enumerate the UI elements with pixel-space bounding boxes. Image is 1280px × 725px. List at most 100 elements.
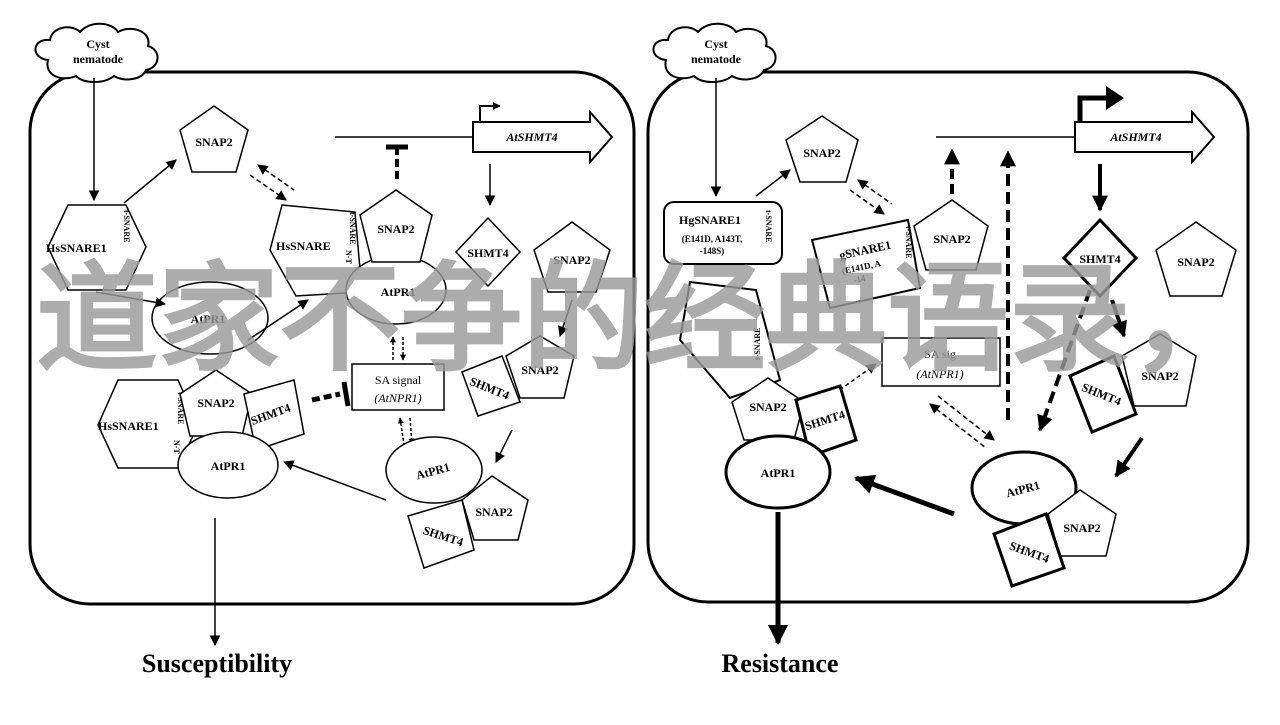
- left-sa-signal-box: [351, 363, 445, 411]
- right-sa-signal-label: SA sig: [924, 347, 956, 361]
- right-shmt4-diamond-label: SHMT4: [1079, 252, 1120, 266]
- right-snap2-c-label: SNAP2: [1063, 521, 1100, 535]
- right-dash-sa-lower-2: [937, 395, 995, 441]
- left-snap2-complex-label: SNAP2: [377, 222, 414, 236]
- left-panel: Cyst nematode AtSHMT4 SNAP2 HsSNARE1 t-S…: [28, 22, 636, 678]
- right-hgsnare1-mut1: (E141D, A143T,: [682, 234, 743, 244]
- left-sa-npr1-label: (AtNPR1): [374, 391, 421, 405]
- left-atpr1-a: [151, 281, 269, 355]
- right-shmt4-lower: [794, 384, 858, 458]
- right-hgsnare1-label: HgSNARE1: [679, 213, 741, 227]
- right-shmt4-c: [992, 512, 1066, 588]
- left-cloud-line1: Cyst: [86, 37, 109, 51]
- left-nematode-cloud: Cyst nematode: [34, 22, 159, 83]
- left-outcome-label: Susceptibility: [142, 649, 292, 678]
- right-cloud-line2: nematode: [691, 52, 742, 66]
- left-cloud-line2: nematode: [73, 52, 124, 66]
- left-hssnare1-a-label: HsSNARE1: [46, 241, 107, 255]
- right-snap2-right-label: SNAP2: [1177, 255, 1214, 269]
- left-snap2-top-label: SNAP2: [195, 135, 232, 149]
- left-hssnare1-a: [47, 204, 147, 291]
- right-snap2-right: [1155, 221, 1237, 297]
- right-shmt4-diamond: [1061, 217, 1139, 299]
- right-snap2-c: [1047, 489, 1117, 557]
- left-gene-arrow: [472, 109, 614, 165]
- left-tsnare-c: t-SNARE: [176, 392, 185, 424]
- left-snap2-lower-label: SNAP2: [197, 396, 234, 410]
- left-dash-sa-lower-1: [397, 417, 405, 445]
- right-snap2-complex-r: [1121, 333, 1197, 407]
- left-shmt4-c: [407, 499, 475, 569]
- right-tsnare-b: t-SNARE: [904, 226, 913, 258]
- right-cloud-line1: Cyst: [704, 37, 727, 51]
- left-snap2-right: [533, 221, 611, 293]
- right-arrow-snare-to-snap2: [755, 169, 791, 197]
- left-tsnare-b: t-SNARE: [348, 212, 357, 244]
- left-dash-arrow-1: [257, 164, 295, 191]
- right-hgsnare1-mut2: -148S): [700, 246, 725, 256]
- left-atpr1-b-label: AtPR1: [381, 285, 416, 299]
- watermark-text: 道家不争的经典语录，: [36, 250, 1252, 388]
- right-promoter-head: [1106, 86, 1124, 110]
- left-promoter-arrow: [479, 102, 501, 122]
- left-shmt4-complex-r: [461, 355, 521, 417]
- left-hssnare1-b-label: HsSNARE1: [98, 419, 159, 433]
- right-dash-arrow-1: [857, 179, 893, 205]
- left-arrow-c-to-lower: [283, 460, 387, 501]
- left-snap2-top: [179, 105, 249, 173]
- left-arrow-snare-to-atpr1: [95, 291, 167, 308]
- left-snap2-c-label: SNAP2: [475, 505, 512, 519]
- right-dash-arrow-2: [849, 189, 885, 215]
- right-hgsnare-complex: [810, 218, 922, 310]
- left-arrow-snare-to-snap2: [123, 159, 177, 204]
- left-atpr1-lower: [177, 431, 279, 499]
- right-arrow-shmt4-down: [1110, 299, 1128, 338]
- left-snap2-right-label: SNAP2: [553, 253, 590, 267]
- left-gene-label: AtSHMT4: [505, 130, 557, 144]
- left-snap2-c: [461, 475, 529, 541]
- left-dash-arrow-2: [249, 174, 287, 201]
- right-snap2-complex-label: SNAP2: [933, 232, 970, 246]
- left-nt-b: N-T: [344, 250, 353, 264]
- right-arrow-to-atpr1-c: [1114, 436, 1144, 478]
- right-dash-sa-lower-1: [929, 403, 987, 449]
- right-snap2-top: [785, 115, 859, 183]
- left-hssnare-complex-label: HsSNARE: [276, 239, 331, 253]
- right-promoter-line: [1077, 95, 1110, 122]
- left-snap2-complex-r: [505, 335, 575, 399]
- left-shmt4-lower: [243, 379, 305, 451]
- left-arrow-atpr1-to-complex: [247, 299, 309, 341]
- left-dash-sa-lower-2: [408, 417, 415, 445]
- left-arrow-to-atpr1-c: [495, 429, 513, 463]
- left-shmt4-diamond-label: SHMT4: [467, 246, 508, 260]
- right-tsnare-a: t-SNARE: [764, 210, 773, 242]
- left-sa-signal-label: SA signal: [375, 373, 422, 387]
- right-atpr1-lower-label: AtPR1: [761, 466, 796, 480]
- right-gene-label: AtSHMT4: [1109, 130, 1161, 144]
- right-shmt4-complex-r: [1068, 353, 1138, 434]
- right-snap2-complex: [913, 199, 989, 271]
- right-atpr1-lower: [724, 434, 832, 510]
- left-tsnare-a: t-SNARE: [122, 210, 131, 242]
- right-nematode-cloud: Cyst nematode: [652, 22, 777, 83]
- left-hssnare-complex: [269, 204, 363, 297]
- left-snap2-complex-r-label: SNAP2: [521, 363, 558, 377]
- left-sa-inhibition-line: [311, 391, 341, 403]
- right-tsnare-c: t-SNARE: [753, 328, 762, 360]
- right-sa-signal-box: [881, 337, 1001, 387]
- left-shmt4-diamond: [454, 216, 522, 288]
- left-snap2-complex: [359, 189, 433, 263]
- right-snap2-complex-r-label: SNAP2: [1141, 369, 1178, 383]
- right-sa-npr1-label: (AtNPR1): [916, 367, 963, 381]
- right-hgsnare1-box: [663, 201, 783, 265]
- right-outcome-label: Resistance: [722, 649, 839, 678]
- right-arrow-c-to-lower: [854, 474, 955, 517]
- left-sa-inhibition-bar: [341, 381, 351, 407]
- left-atpr1-lower-label: AtPR1: [211, 459, 246, 473]
- right-panel: Cyst nematode AtSHMT4 SNAP2 HgSNARE1 (E1…: [646, 22, 1250, 678]
- right-dash-diag: [1037, 289, 1092, 432]
- left-nt-c: N-T: [172, 440, 181, 454]
- right-snap2-lower-label: SNAP2: [749, 400, 786, 414]
